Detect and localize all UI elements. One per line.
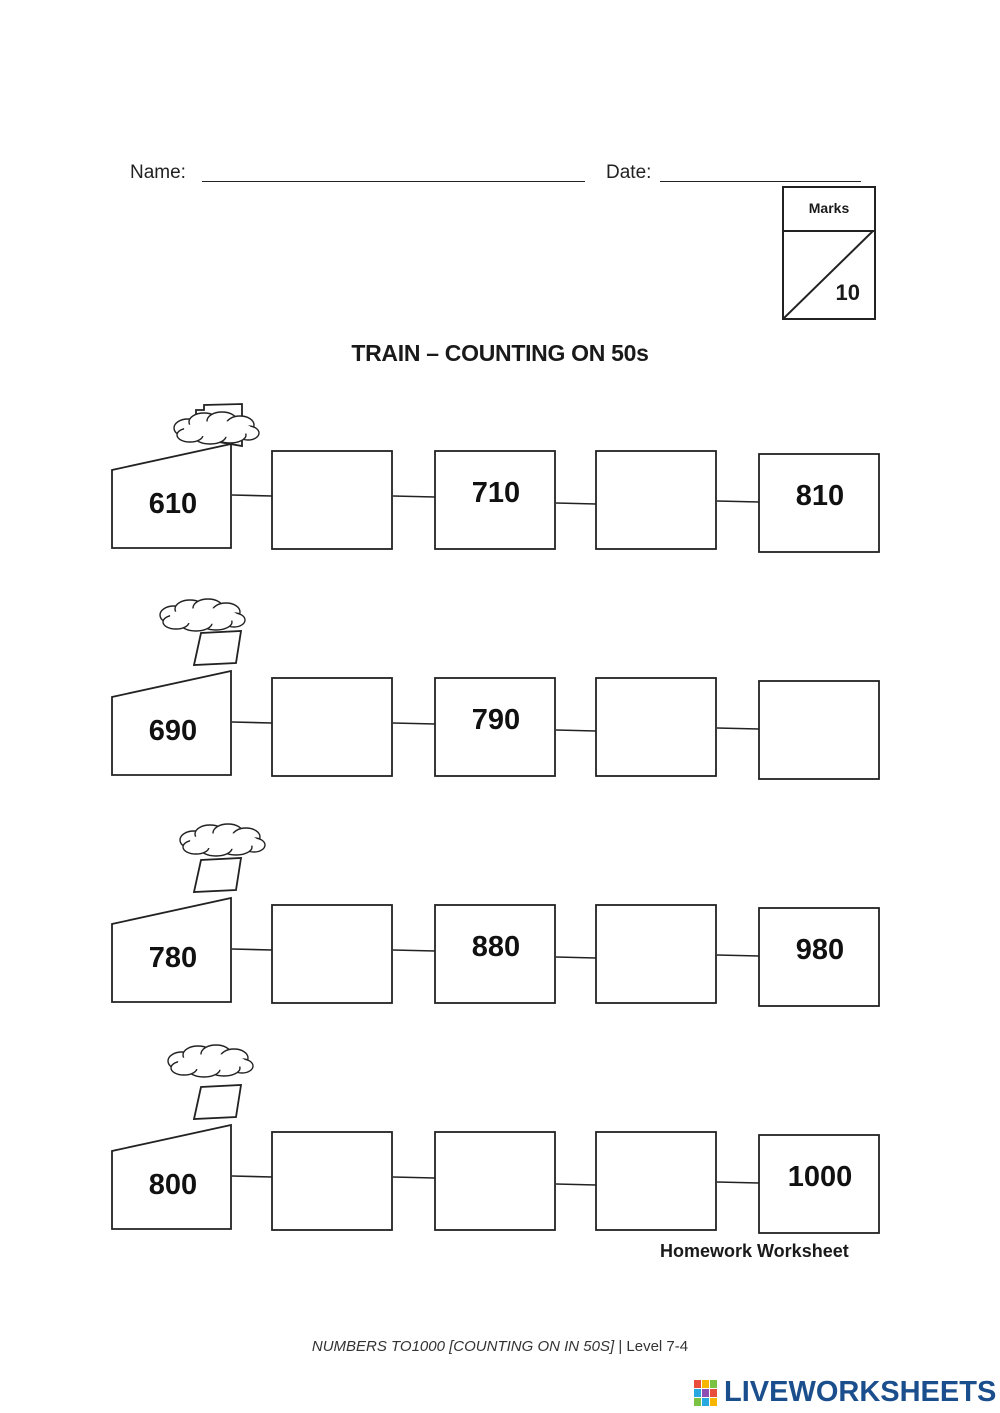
- wagon-box: [434, 904, 556, 1004]
- wagon-box: [434, 677, 556, 777]
- worksheet-title: TRAIN – COUNTING ON 50s: [351, 340, 649, 366]
- name-label: Name:: [130, 162, 186, 183]
- wagon-box: [758, 453, 880, 553]
- date-label: Date:: [606, 162, 652, 183]
- locomotive-body: [111, 1123, 232, 1230]
- coupling: [231, 494, 273, 497]
- coupling: [716, 500, 760, 503]
- marks-label: Marks: [808, 200, 850, 216]
- locomotive-number: 780: [149, 942, 197, 974]
- marks-diagonal: [784, 230, 874, 318]
- date-field[interactable]: [660, 181, 861, 182]
- wagon-box: [271, 1131, 393, 1231]
- coupling: [392, 722, 436, 725]
- coupling: [555, 1183, 597, 1186]
- coupling: [555, 729, 597, 732]
- coupling: [716, 1181, 760, 1184]
- smoke-cloud-fill: [170, 608, 238, 624]
- wagon-box: [595, 1131, 717, 1231]
- locomotive-body: [111, 896, 232, 1003]
- marks-divider: [784, 230, 874, 232]
- locomotive-number: 690: [149, 715, 197, 747]
- coupling: [716, 954, 760, 957]
- footer-topic: NUMBERS TO1000 [COUNTING ON IN 50S]: [311, 1338, 615, 1355]
- wagon-box: [758, 680, 880, 780]
- coupling: [716, 727, 760, 730]
- wagon-number: 810: [796, 480, 844, 512]
- wagon-box: [758, 1134, 880, 1234]
- smoke-cloud-fill: [184, 421, 252, 437]
- wagon-box: [595, 450, 717, 550]
- wagon-box: [434, 450, 556, 550]
- train-row: 610 710 810: [111, 403, 880, 553]
- train-row: 690 790: [111, 598, 880, 780]
- homework-label: Homework Worksheet: [660, 1241, 849, 1261]
- coupling: [231, 1175, 273, 1178]
- locomotive-body: [111, 669, 232, 776]
- coupling: [392, 1176, 436, 1179]
- chimney: [192, 630, 243, 666]
- footer: NUMBERS TO1000 [COUNTING ON IN 50S] | Le…: [0, 1338, 1000, 1355]
- wagon-number: 980: [796, 934, 844, 966]
- coupling: [231, 948, 273, 951]
- wagon-number: 1000: [788, 1161, 853, 1193]
- marks-box: Marks 10: [782, 186, 876, 320]
- footer-level: Level 7-4: [626, 1338, 689, 1355]
- marks-total: 10: [835, 280, 860, 305]
- smoke-cloud-fill: [190, 833, 258, 849]
- chimney: [192, 857, 243, 893]
- chimney: [192, 1084, 243, 1120]
- coupling: [555, 502, 597, 505]
- wagon-box: [595, 677, 717, 777]
- coupling: [392, 949, 436, 952]
- smoke-cloud-fill: [178, 1054, 246, 1070]
- brand-text: LIVEWORKSHEETS: [724, 1376, 997, 1408]
- trains-area: 610 710 810 690 790 780 880 980 800 1000: [111, 403, 880, 1234]
- train-row: 780 880 980: [111, 823, 880, 1007]
- footer-separator: |: [618, 1338, 623, 1355]
- name-field[interactable]: [202, 181, 585, 182]
- wagon-box: [758, 907, 880, 1007]
- wagon-number: 710: [472, 477, 520, 509]
- train-row: 800 1000: [111, 1044, 880, 1234]
- wagon-box: [595, 904, 717, 1004]
- locomotive-number: 800: [149, 1169, 197, 1201]
- wagon-box: [434, 1131, 556, 1231]
- coupling: [555, 956, 597, 959]
- locomotive-number: 610: [149, 488, 197, 520]
- wagon-box: [271, 677, 393, 777]
- wagon-number: 880: [472, 931, 520, 963]
- locomotive-body: [111, 442, 232, 549]
- wagon-box: [271, 904, 393, 1004]
- liveworksheets-logo-icon: [694, 1380, 717, 1406]
- wagon-number: 790: [472, 704, 520, 736]
- coupling: [231, 721, 273, 724]
- coupling: [392, 495, 436, 498]
- wagon-box: [271, 450, 393, 550]
